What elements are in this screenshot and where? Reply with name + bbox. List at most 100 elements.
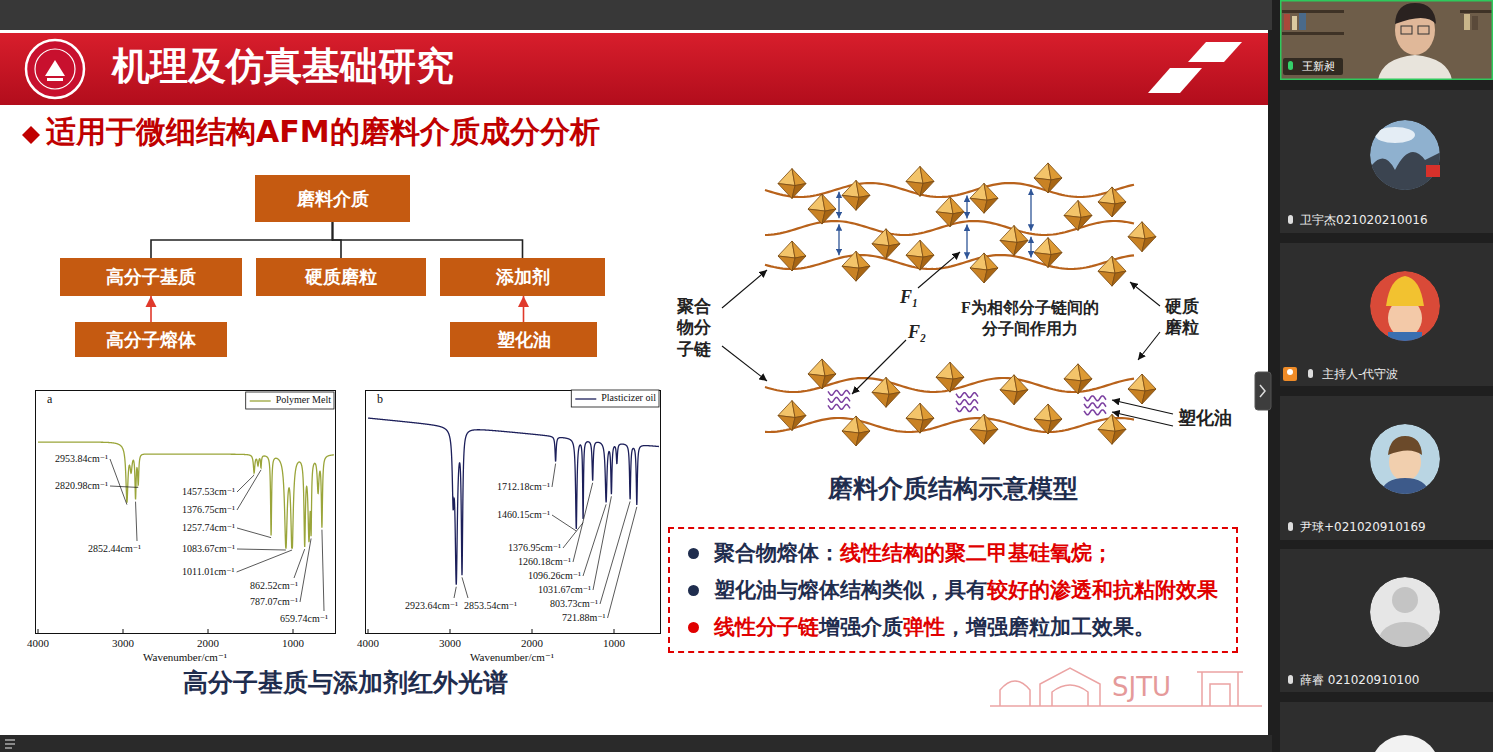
panel-letter: b <box>377 392 383 406</box>
participant-panel <box>1280 243 1493 386</box>
bottom-bar <box>0 735 1272 752</box>
participant-panel <box>1368 150 1445 195</box>
participant-panel <box>1287 369 1293 375</box>
category-box: 添加剂 <box>440 258 605 296</box>
participant-panel <box>1426 165 1440 177</box>
model-label: 聚合物分子链 <box>677 296 713 360</box>
axis-tick: 1000 <box>603 637 625 650</box>
menu-icon <box>5 747 12 749</box>
axis-tick: 4000 <box>357 637 379 650</box>
note-text: 聚合物熔体： <box>714 539 840 567</box>
structure-model <box>838 224 839 255</box>
participant-panel <box>1464 14 1470 30</box>
structure-model <box>1084 410 1106 415</box>
peak-label: 1096.26cm⁻¹ <box>528 570 581 582</box>
peak-label: 803.73cm⁻¹ <box>550 598 598 610</box>
note-text: ，增强磨粒加工效果。 <box>945 613 1155 641</box>
axis-tick-mark <box>532 629 533 633</box>
spectrum-frame <box>366 391 661 634</box>
structure-model <box>856 195 870 210</box>
peak-label: 1457.53cm⁻¹ <box>182 486 235 498</box>
leader-line <box>110 459 127 505</box>
note-text: 增强介质 <box>819 613 903 641</box>
structure-model <box>1048 404 1062 421</box>
category-box: 高分子基质 <box>60 258 242 296</box>
legend-sample <box>246 392 334 409</box>
structure-model <box>950 362 964 379</box>
box-text: 添加剂 <box>496 265 550 289</box>
peak-label: 2853.54cm⁻¹ <box>464 600 517 612</box>
leader-line <box>552 464 556 487</box>
participant-panel <box>1281 1 1493 80</box>
bracket-line <box>333 222 523 258</box>
peak-label: 1260.18cm⁻¹ <box>518 556 571 568</box>
structure-model <box>822 374 836 389</box>
bullet-dot <box>688 548 699 559</box>
peak-label: 2923.64cm⁻¹ <box>405 600 458 612</box>
participant-panel <box>1283 367 1297 381</box>
participant-panel <box>1288 522 1293 531</box>
menu-icon <box>5 739 15 741</box>
bullet-dot <box>688 585 699 596</box>
structure-model <box>886 229 900 246</box>
structure-model <box>1078 215 1092 230</box>
leader-line <box>237 550 292 572</box>
leader-line <box>294 549 305 578</box>
sjtu-watermark <box>990 668 1262 706</box>
bullet-line: 聚合物熔体：线性结构的聚二甲基硅氧烷； <box>688 535 1113 572</box>
participant-panel <box>1380 478 1430 494</box>
structure-model <box>1112 271 1126 286</box>
structure-model <box>828 391 850 396</box>
participant-panel <box>1308 369 1313 378</box>
structure-model <box>950 197 964 214</box>
leader-line <box>136 502 137 541</box>
leader-line <box>593 496 611 590</box>
ir-spectrum-curve <box>368 418 659 585</box>
participant-panel <box>1379 622 1431 658</box>
structure-model <box>1014 225 1028 242</box>
structure-model <box>792 401 806 418</box>
axis-tick-mark <box>368 629 369 633</box>
box-text: 塑化油 <box>497 328 551 352</box>
structure-model <box>822 209 836 224</box>
force-symbol: F₁ <box>900 287 918 309</box>
structure-model <box>722 346 767 381</box>
structure-model <box>1014 240 1028 255</box>
axis-title: Wavenumber/cm⁻¹ <box>470 651 554 664</box>
axis-tick: 2000 <box>521 637 543 650</box>
participant-panel <box>1284 14 1290 30</box>
structure-model <box>1112 412 1173 426</box>
structure-model <box>1078 200 1092 217</box>
banner-emblem <box>1188 42 1242 62</box>
box-text: 高分子基质 <box>106 265 196 289</box>
peak-label: 2953.84cm⁻¹ <box>55 453 108 465</box>
university-logo <box>45 60 65 76</box>
participant-panel <box>1370 577 1440 658</box>
university-logo <box>26 40 84 98</box>
structure-model <box>1112 429 1126 444</box>
structure-model <box>722 270 767 308</box>
leader-line <box>237 475 254 492</box>
structure-model <box>765 418 1134 432</box>
source-box: 高分子熔体 <box>75 322 227 357</box>
participant-panel <box>1280 90 1493 233</box>
structure-model <box>765 255 1134 269</box>
spectrum-frame <box>36 391 661 634</box>
structure-model <box>918 252 960 288</box>
participant-panel <box>1370 735 1440 752</box>
structure-model <box>920 166 934 183</box>
structure-model <box>956 393 978 398</box>
participant-panel <box>1280 0 1493 752</box>
structure-model <box>1048 238 1062 255</box>
sjtu-watermark <box>1000 681 1030 706</box>
source-arrow <box>523 296 525 322</box>
structure-model <box>792 184 806 199</box>
legend-sample <box>575 398 596 399</box>
structure-model <box>792 169 806 186</box>
structure-model <box>984 414 998 431</box>
collapse-button <box>1260 385 1265 397</box>
heading-bullet <box>22 126 40 144</box>
